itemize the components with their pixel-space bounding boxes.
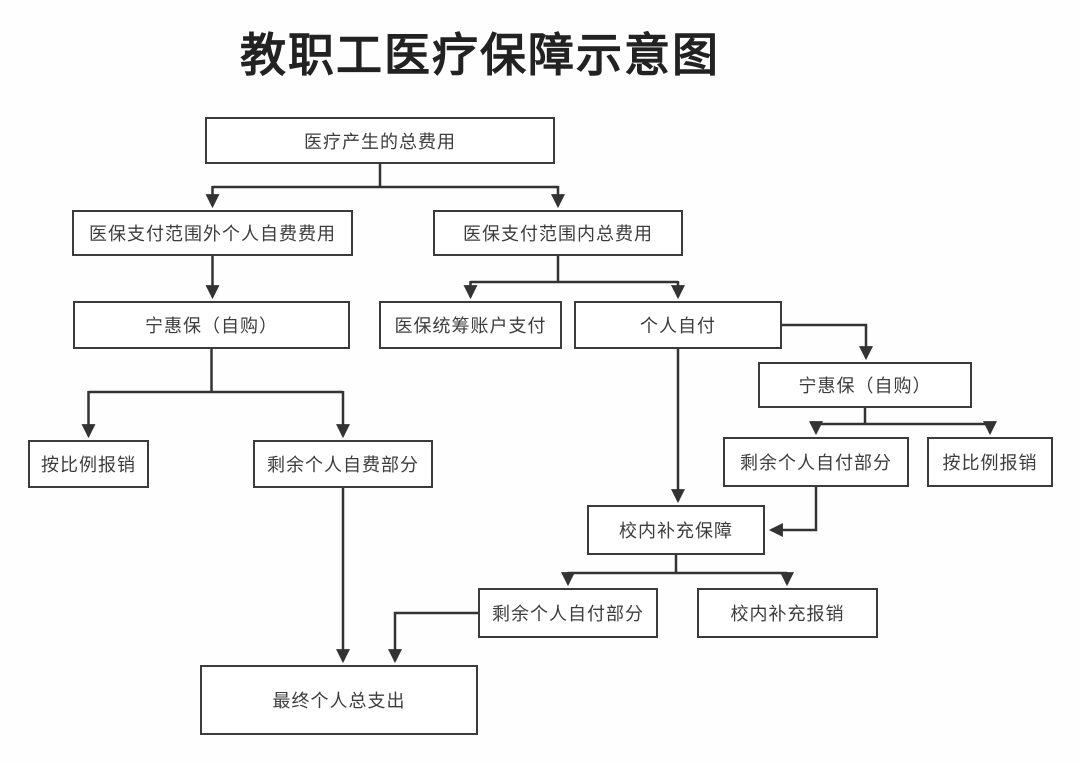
edge-remaining-mid-to-final [388, 611, 478, 664]
node-remaining-personal-self-funded: 剩余个人自费部分 [253, 440, 433, 488]
node-final-personal-total-expense: 最终个人总支出 [200, 665, 478, 735]
node-proportional-reimbursement-right: 按比例报销 [927, 437, 1053, 487]
edge-total-split-trunk [212, 164, 558, 189]
edge-selfpay-to-ninghuibao-right [782, 323, 873, 361]
edge-ninghuibao-right-split-trunk [816, 408, 990, 426]
node-proportional-reimbursement-left: 按比例报销 [28, 440, 149, 488]
node-inside-coverage-total-cost: 医保支付范围内总费用 [433, 210, 683, 256]
node-remaining-personal-self-pay-mid: 剩余个人自付部分 [478, 588, 658, 638]
page-title: 教职工医疗保障示意图 [240, 29, 720, 81]
node-personal-self-pay: 个人自付 [574, 301, 782, 349]
edge-inside-split-trunk [470, 256, 678, 284]
node-ninghuibao-self-purchase-left: 宁惠保（自购） [73, 301, 350, 349]
edge-ninghuibao-left-split-trunk [88, 349, 343, 394]
node-outside-coverage-self-funded-cost: 医保支付范围外个人自费费用 [72, 210, 353, 256]
node-total-medical-cost: 医疗产生的总费用 [205, 117, 555, 164]
node-ninghuibao-self-purchase-right: 宁惠保（自购） [758, 362, 972, 408]
edge-campus-split-trunk [568, 555, 787, 575]
node-remaining-personal-self-pay-right: 剩余个人自付部分 [723, 437, 909, 487]
node-campus-supplementary-reimbursement: 校内补充报销 [697, 588, 878, 638]
edge-remaining-right-to-campus-supplement [768, 487, 818, 537]
node-medicare-pooled-account-pay: 医保统筹账户支付 [379, 301, 562, 349]
node-campus-supplementary-security: 校内补充保障 [587, 505, 765, 555]
